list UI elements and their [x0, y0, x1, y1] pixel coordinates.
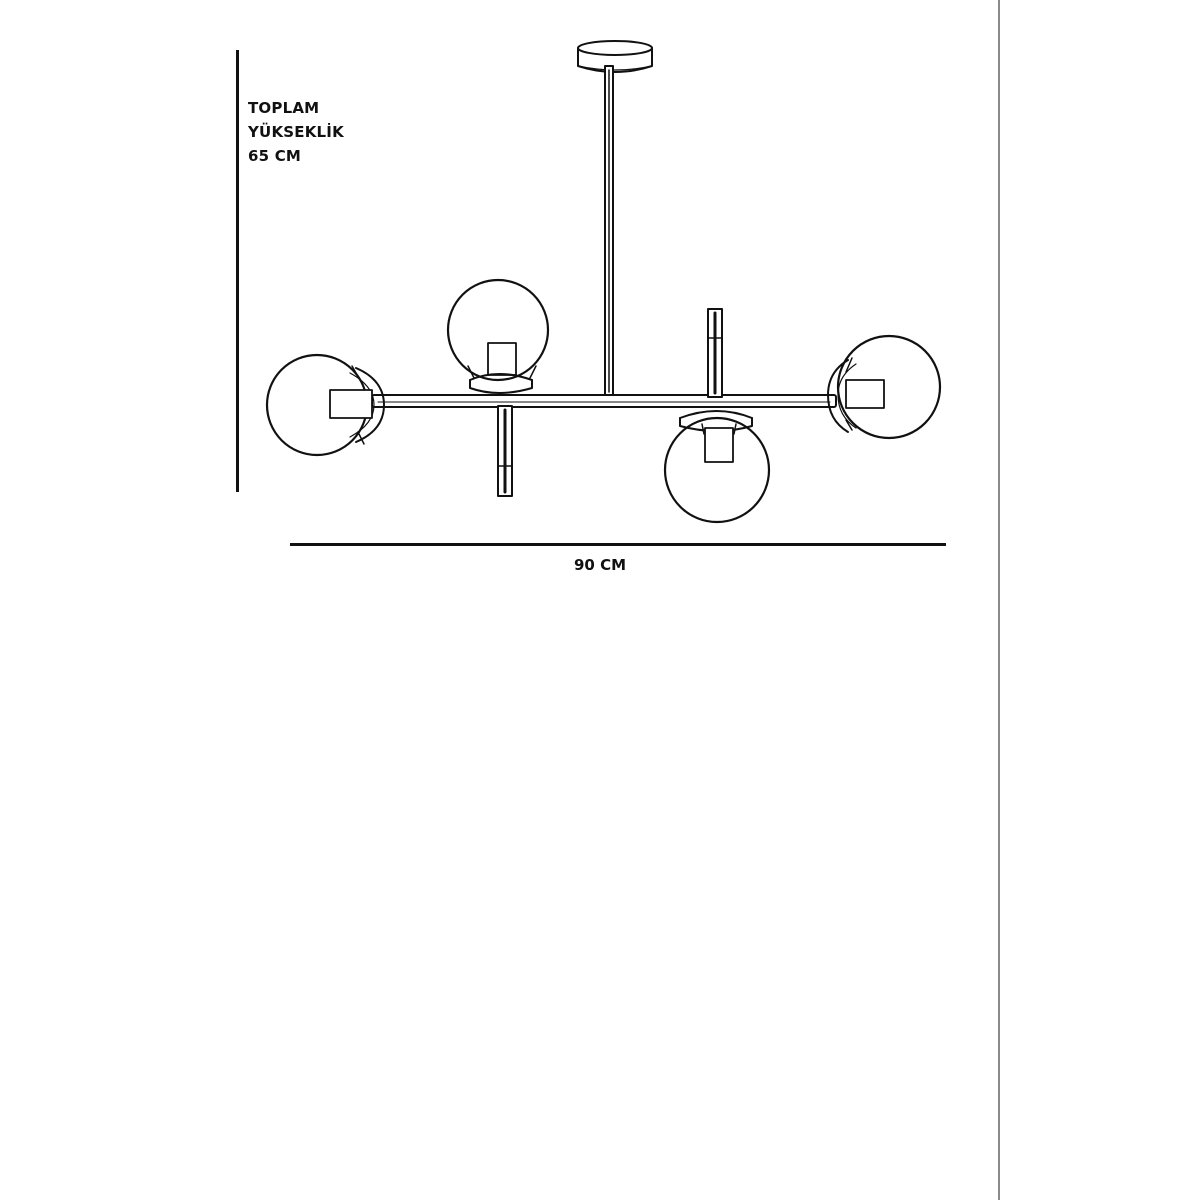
left-stub-rod — [497, 405, 513, 497]
page-edge-line — [998, 0, 1000, 1200]
height-label-value: 65 CM — [248, 147, 302, 165]
globe-far-left — [265, 353, 385, 457]
globe-lower-right — [663, 410, 771, 524]
chandelier-drawing — [265, 40, 942, 524]
height-dimension-line — [236, 50, 239, 492]
height-label-line-2: YÜKSEKLİK — [248, 123, 344, 141]
horizontal-arm — [371, 394, 837, 408]
ceiling-canopy — [577, 40, 653, 73]
height-label-line-1: TOPLAM — [248, 99, 320, 117]
width-dimension-line — [290, 543, 946, 546]
downrod — [604, 65, 614, 398]
height-dimension-label: TOPLAM YÜKSEKLİK 65 CM — [248, 96, 344, 168]
right-stub-rod — [707, 308, 723, 398]
width-dimension-label: 90 CM — [573, 556, 627, 574]
globe-far-right — [827, 334, 942, 440]
globe-upper-left — [446, 278, 550, 394]
